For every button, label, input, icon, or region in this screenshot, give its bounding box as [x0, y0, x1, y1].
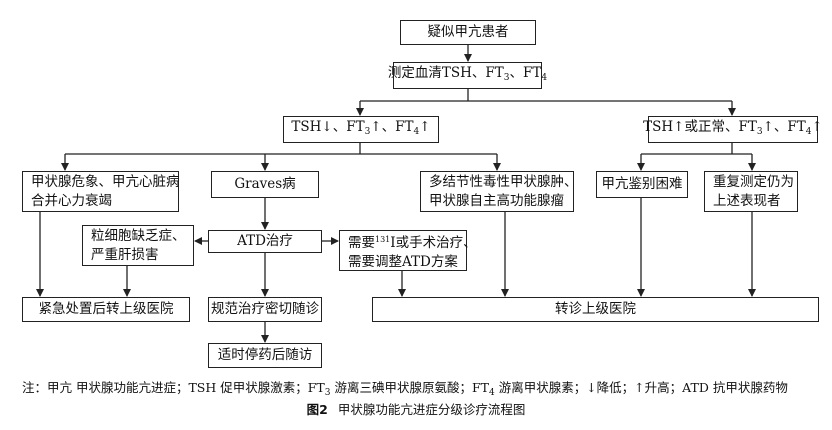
node-test-text-a: 测定血清TSH、FT [387, 64, 504, 81]
node-nodular-line1: 多结节性毒性甲状腺肿、 [429, 173, 578, 190]
figure-label: 图2 [306, 402, 328, 417]
node-nodular-text: 多结节性毒性甲状腺肿、 甲状腺自主高功能腺瘤 [429, 173, 578, 211]
footnote-a: 注：甲亢 甲状腺功能亢进症；TSH 促甲状腺激素；FT [22, 380, 325, 395]
node-followup-text: 规范治疗密切随诊 [211, 301, 319, 317]
node-nodular: 多结节性毒性甲状腺肿、 甲状腺自主高功能腺瘤 [420, 171, 578, 212]
node-crisis: 甲状腺危象、甲亢心脏病 合并心力衰竭 [22, 171, 180, 212]
node-tsh-low-a: TSH↓、FT [291, 118, 365, 135]
node-iodine-a: 需要 [348, 234, 375, 251]
node-atd-text: ATD治疗 [237, 233, 293, 249]
node-test: 测定血清TSH、FT3、FT4 [388, 62, 547, 89]
node-crisis-line2: 合并心力衰竭 [31, 192, 112, 209]
node-referral-text: 转诊上级医院 [555, 301, 636, 317]
node-emergency: 紧急处置后转上级医院 [22, 297, 190, 322]
node-repeat: 重复测定仍为 上述表现者 [704, 171, 798, 212]
figure-caption: 图2 甲状腺功能亢进症分级诊疗流程图 [0, 399, 832, 418]
figure-title: 甲状腺功能亢进症分级诊疗流程图 [337, 402, 526, 417]
node-stop-text: 适时停药后随访 [217, 347, 313, 363]
node-iodine-line2: 需要调整ATD方案 [348, 253, 458, 270]
node-agran-text: 粒细胞缺乏症、 严重肝损害 [91, 227, 186, 265]
node-test-sub-3: 3 [503, 72, 510, 83]
node-suspect: 疑似甲亢患者 [400, 20, 536, 45]
node-test-text-b: 、FT [509, 64, 542, 81]
node-tsh-low: TSH↓、FT3↑、FT4↑ [283, 116, 439, 143]
node-graves: Graves病 [211, 171, 319, 198]
node-diff-text: 甲亢鉴别困难 [601, 176, 683, 192]
node-tsh-low-b: ↑、FT [370, 118, 414, 135]
node-tsh-low-sub-3: 3 [364, 126, 371, 137]
node-iodine-line1: 需要131I或手术治疗、 [348, 230, 477, 253]
node-iodine-text: 需要131I或手术治疗、 需要调整ATD方案 [348, 230, 477, 272]
node-crisis-line1: 甲状腺危象、甲亢心脏病 [31, 173, 180, 190]
node-followup: 规范治疗密切随诊 [208, 297, 322, 322]
footnote-c: 游离甲状腺素；↓降低；↑升高；ATD 抗甲状腺药物 [494, 380, 788, 395]
node-repeat-line1: 重复测定仍为 [713, 173, 794, 190]
node-iodine: 需要131I或手术治疗、 需要调整ATD方案 [339, 230, 477, 271]
node-crisis-text: 甲状腺危象、甲亢心脏病 合并心力衰竭 [31, 173, 180, 211]
node-tsh-low-sub-4: 4 [413, 126, 420, 137]
node-tsh-high-c: ↑ [811, 118, 823, 135]
node-tsh-high-sub-4: 4 [805, 126, 812, 137]
node-stop: 适时停药后随访 [208, 343, 322, 368]
footnote-sub-3: 3 [324, 388, 331, 398]
footnote-sub-4: 4 [489, 388, 495, 398]
node-suspect-text: 疑似甲亢患者 [427, 24, 509, 40]
footnote-b: 游离三碘甲状腺原氨酸；FT [330, 380, 489, 395]
node-tsh-low-text: TSH↓、FT3↑、FT4↑ [291, 118, 430, 142]
footnote: 注：甲亢 甲状腺功能亢进症；TSH 促甲状腺激素；FT3 游离三碘甲状腺原氨酸；… [22, 377, 788, 398]
node-repeat-line2: 上述表现者 [713, 192, 781, 209]
node-tsh-high-a: TSH↑或正常、FT [643, 118, 757, 135]
node-iodine-b: I或手术治疗、 [390, 234, 477, 251]
node-diff: 甲亢鉴别困难 [596, 171, 688, 198]
node-atd: ATD治疗 [208, 230, 322, 253]
node-agranulocytosis: 粒细胞缺乏症、 严重肝损害 [82, 225, 194, 266]
node-emergency-text: 紧急处置后转上级医院 [38, 301, 174, 317]
node-nodular-line2: 甲状腺自主高功能腺瘤 [429, 192, 564, 209]
node-agran-line2: 严重肝损害 [91, 246, 159, 263]
node-test-text: 测定血清TSH、FT3、FT4 [388, 64, 547, 88]
node-tsh-high-b: ↑、FT [762, 118, 806, 135]
node-test-sub-4: 4 [541, 72, 548, 83]
node-iodine-sup: 131 [375, 234, 391, 244]
node-graves-text: Graves病 [234, 176, 296, 192]
node-tsh-low-c: ↑ [419, 118, 431, 135]
node-agran-line1: 粒细胞缺乏症、 [91, 227, 186, 244]
node-tsh-high-sub-3: 3 [756, 126, 763, 137]
node-repeat-text: 重复测定仍为 上述表现者 [713, 173, 794, 211]
node-referral: 转诊上级医院 [372, 297, 819, 322]
node-tsh-high: TSH↑或正常、FT3↑、FT4↑ [643, 116, 823, 143]
node-tsh-high-text: TSH↑或正常、FT3↑、FT4↑ [643, 118, 823, 142]
